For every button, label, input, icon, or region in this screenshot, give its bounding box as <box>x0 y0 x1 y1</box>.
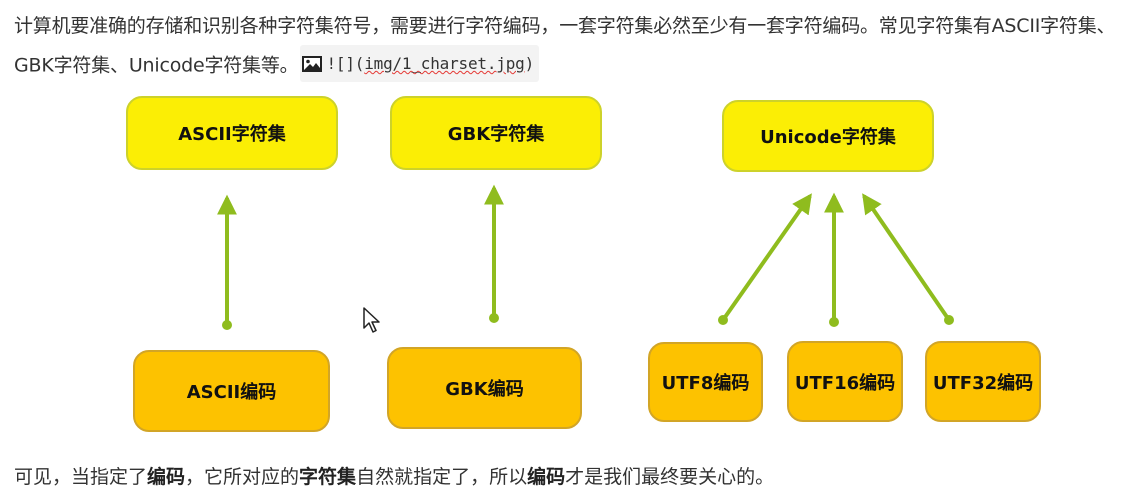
encoding-label-utf8: UTF8编码 <box>661 373 750 394</box>
image-icon <box>302 55 323 72</box>
mouse-cursor-icon <box>363 307 380 333</box>
image-ref-prefix: ![]( <box>326 54 365 73</box>
conclusion-paragraph: 可见，当指定了编码，它所对应的字符集自然就指定了，所以编码才是我们最终要关心的。 <box>14 462 1139 492</box>
encoding-box-utf16: UTF16编码 <box>787 341 903 422</box>
charset-box-ascii: ASCII字符集 <box>126 96 338 170</box>
arrow-utf32 <box>862 193 951 322</box>
intro-paragraph: 计算机要准确的存储和识别各种字符集符号，需要进行字符编码，一套字符集必然至少有一… <box>14 8 1139 85</box>
encoding-box-ascii: ASCII编码 <box>133 350 330 432</box>
encoding-label-gbk: GBK编码 <box>445 379 524 400</box>
encoding-label-utf32: UTF32编码 <box>932 372 1034 394</box>
encoding-label-utf16: UTF16编码 <box>794 372 896 394</box>
conclusion-text-1: 可见，当指定了 <box>14 466 148 488</box>
conclusion-text-3: 自然就指定了，所以 <box>356 466 528 488</box>
encoding-box-utf32: UTF32编码 <box>925 341 1041 422</box>
arrow-ascii-dot <box>222 320 232 330</box>
charset-label-unicode: Unicode字符集 <box>760 127 896 148</box>
conclusion-bold-charset: 字符集 <box>299 466 357 488</box>
encoding-box-gbk: GBK编码 <box>387 347 582 429</box>
charset-label-ascii: ASCII字符集 <box>178 124 286 145</box>
intro-text: 计算机要准确的存储和识别各种字符集符号，需要进行字符编码，一套字符集必然至少有一… <box>14 15 1116 77</box>
conclusion-text-2: ，它所对应的 <box>185 466 300 488</box>
conclusion-bold-encoding-1: 编码 <box>147 466 186 488</box>
arrow-utf8-dot <box>718 315 728 325</box>
arrow-gbk-dot <box>489 313 499 323</box>
conclusion-text-4: 才是我们最终要关心的。 <box>565 466 775 488</box>
image-markdown-reference[interactable]: ![](img/1_charset.jpg) <box>300 45 539 82</box>
arrow-utf32-dot <box>944 315 954 325</box>
charset-label-gbk: GBK字符集 <box>447 124 545 145</box>
encoding-label-ascii: ASCII编码 <box>186 382 277 403</box>
image-ref-path: img/1_charset.jpg <box>364 54 525 73</box>
charset-box-gbk: GBK字符集 <box>390 96 602 170</box>
arrow-utf16-dot <box>829 317 839 327</box>
charset-box-unicode: Unicode字符集 <box>722 100 934 172</box>
image-ref-suffix: ) <box>524 54 535 73</box>
encoding-box-utf8: UTF8编码 <box>648 342 763 422</box>
arrow-utf8 <box>721 193 812 322</box>
conclusion-bold-encoding-2: 编码 <box>527 466 566 488</box>
